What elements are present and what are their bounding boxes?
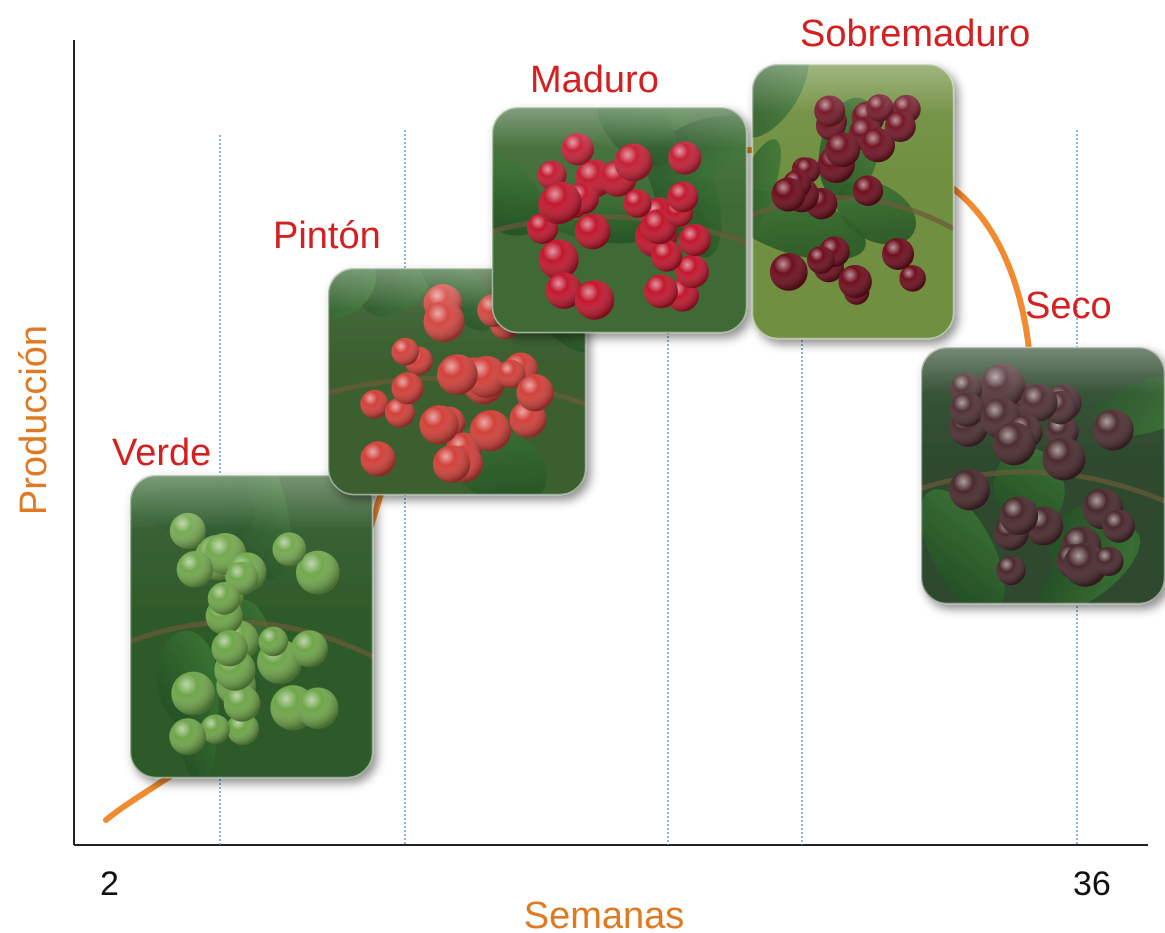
turning-coffee-cherries-photo [327,267,587,496]
x-axis-title: Semanas [524,895,685,933]
stage-label-verde: Verde [112,432,211,474]
stage-photos [129,63,1165,779]
ripe-coffee-cherries-photo [491,106,748,334]
y-axis-title: Producción [13,325,55,515]
overripe-coffee-cherries-photo [751,63,955,340]
stage-label-sobremaduro: Sobremaduro [800,13,1030,55]
x-tick-start: 2 [100,865,119,903]
x-tick-end: 36 [1073,865,1111,903]
dry-coffee-cherries-photo [920,346,1165,605]
stage-label-pinton: Pintón [273,215,381,257]
stage-label-seco: Seco [1025,285,1112,327]
stage-label-maduro: Maduro [530,59,659,101]
green-coffee-cherries-photo [129,474,374,779]
